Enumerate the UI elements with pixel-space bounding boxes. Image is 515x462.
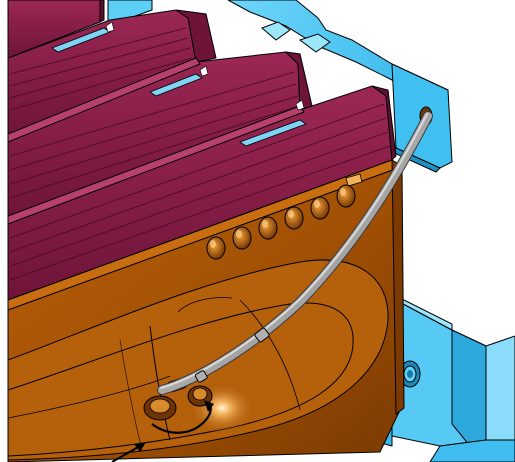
hose (157, 111, 433, 395)
housing (7, 159, 405, 462)
tray-rows (7, 0, 397, 301)
rotation-arrow (151, 400, 214, 434)
pointer-arrow (111, 442, 146, 462)
